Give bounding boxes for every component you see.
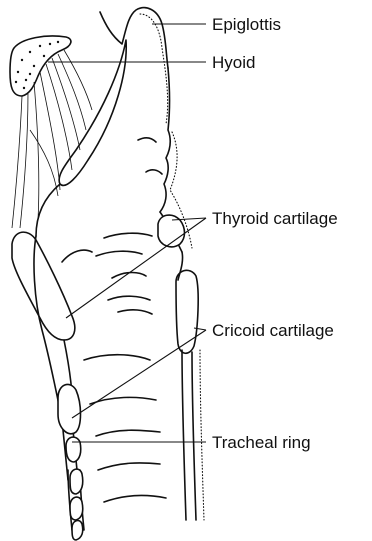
label-thyroid-cartilage: Thyroid cartilage xyxy=(212,209,338,228)
cricoid-cartilage-anterior xyxy=(176,270,198,353)
hyoid-bone xyxy=(10,36,71,96)
label-epiglottis: Epiglottis xyxy=(212,15,281,34)
thyrohyoid-membrane xyxy=(12,50,92,228)
label-hyoid: Hyoid xyxy=(212,53,255,72)
leader-cricoid-lower xyxy=(72,330,206,418)
thyroid-cartilage-lamina xyxy=(12,232,75,340)
label-cricoid-cartilage: Cricoid cartilage xyxy=(212,321,334,340)
label-tracheal-ring: Tracheal ring xyxy=(212,433,311,452)
tracheal-rings xyxy=(58,384,83,540)
